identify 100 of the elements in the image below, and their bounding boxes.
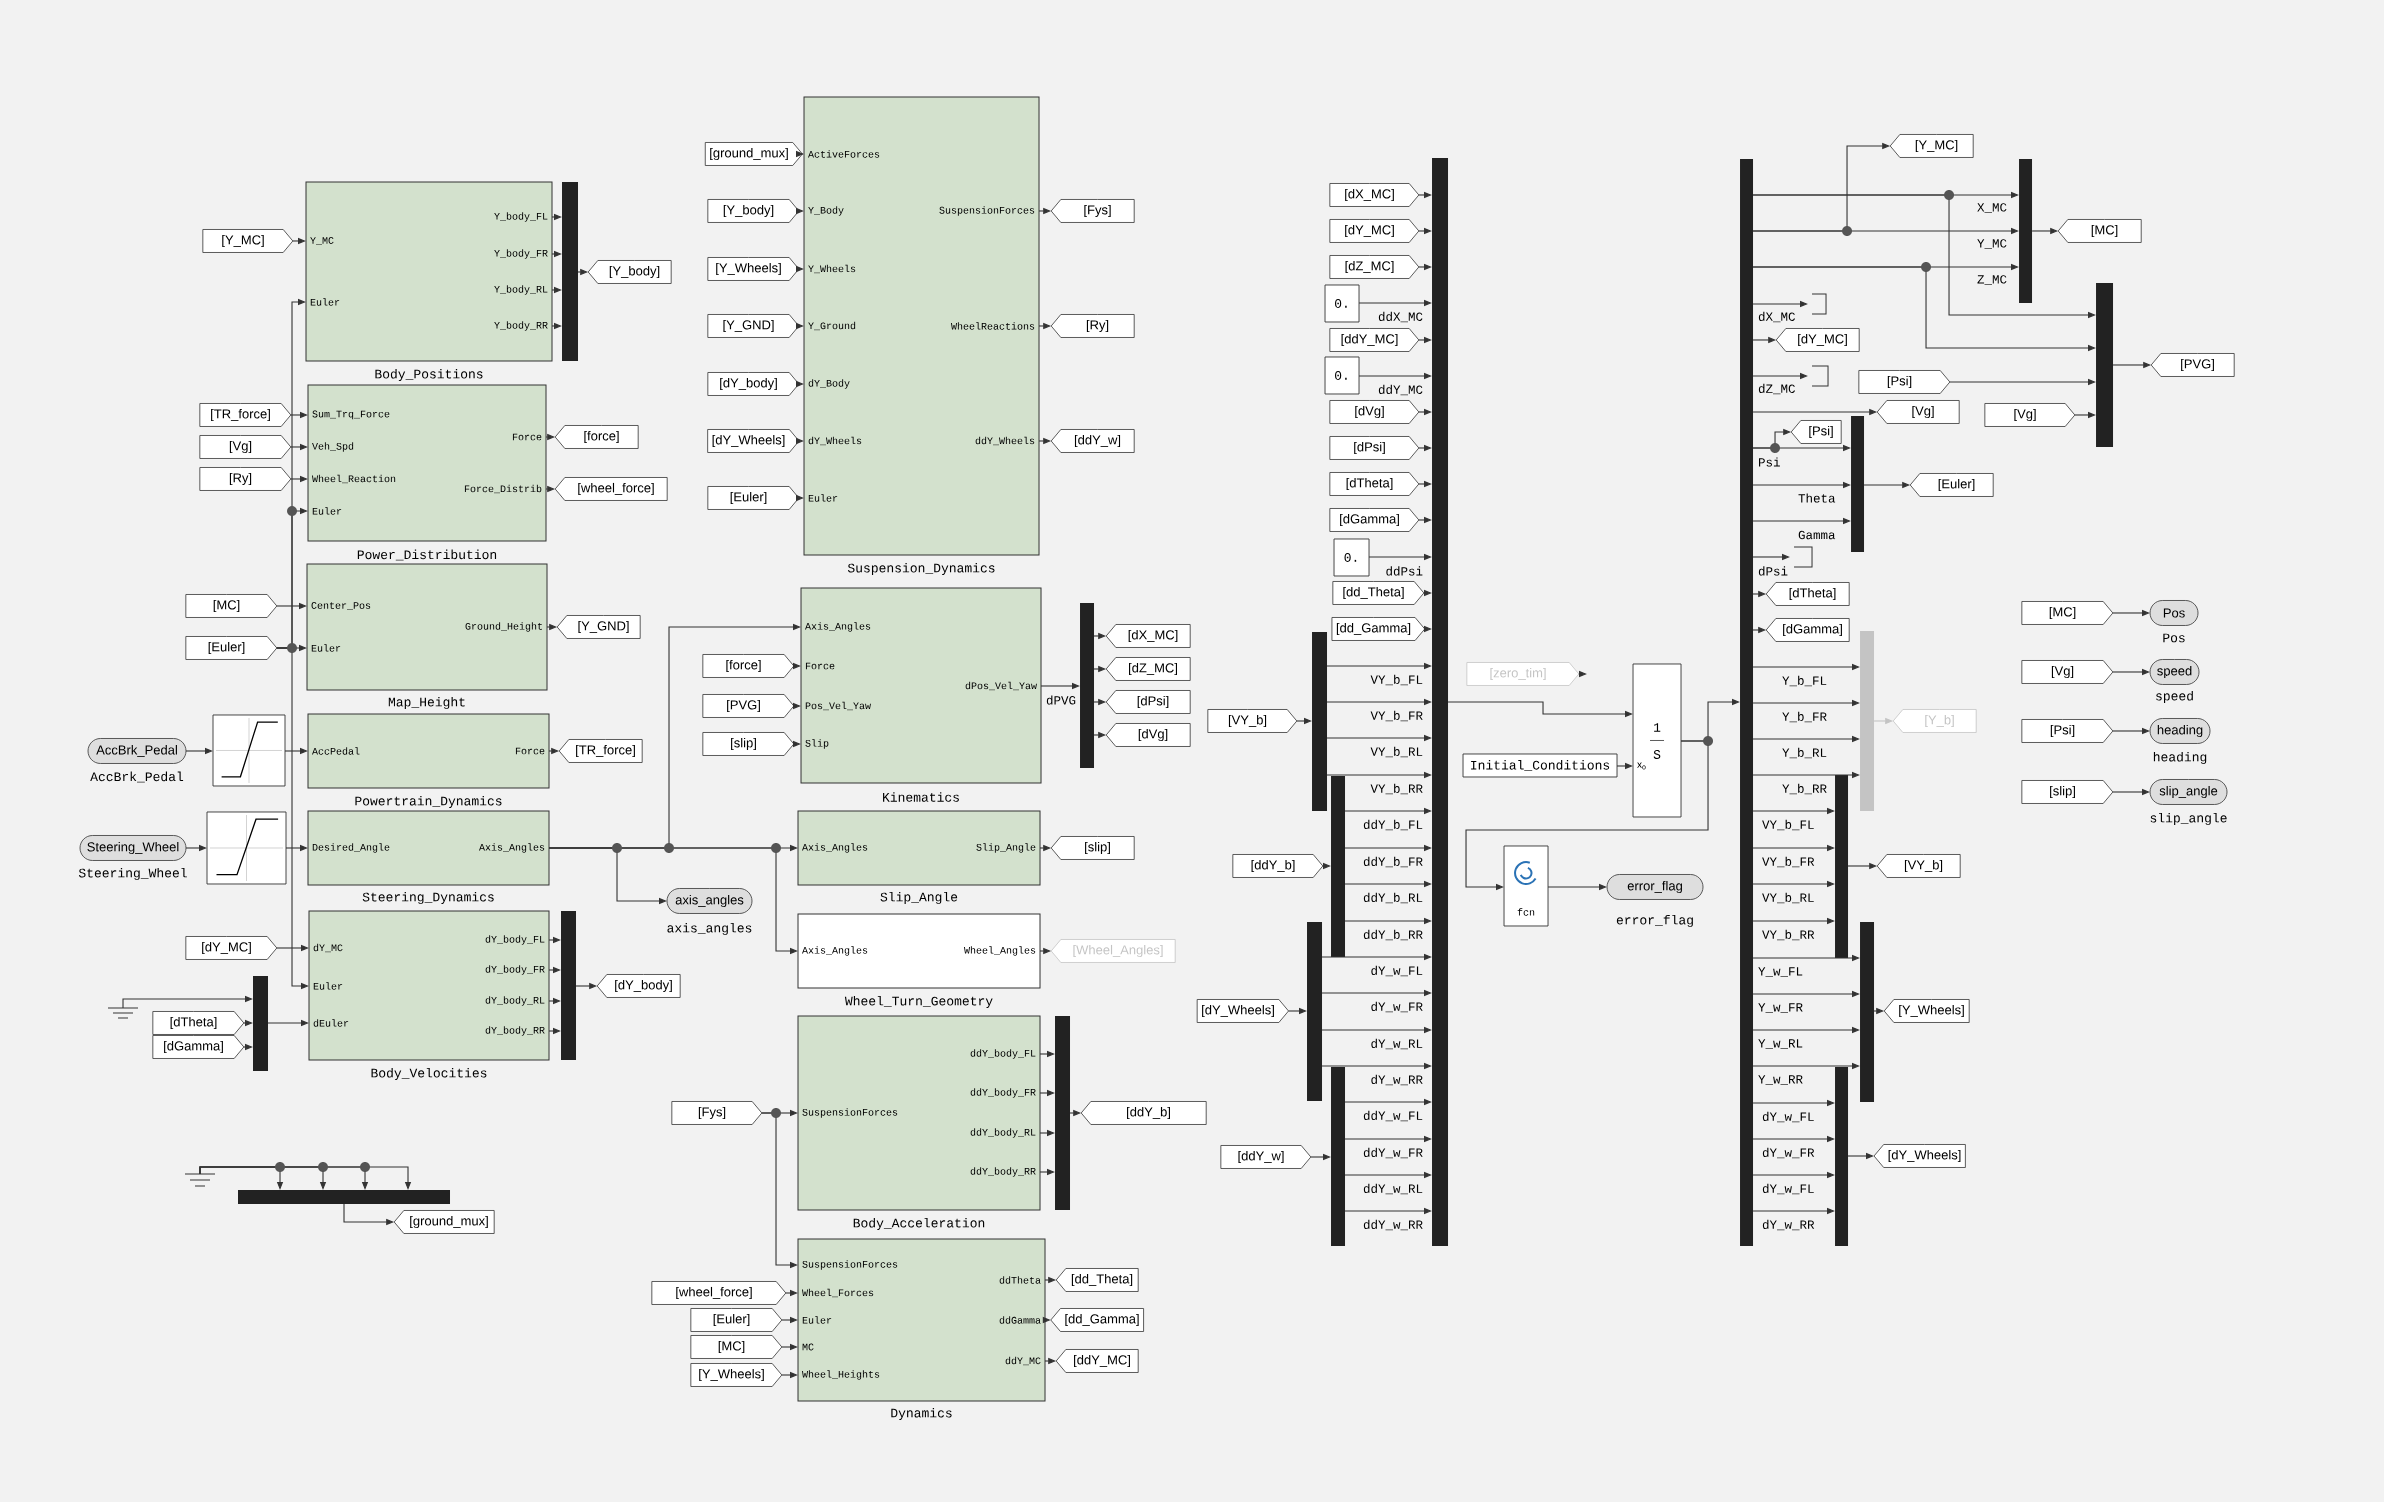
signal-tag: [Fys]: [1050, 199, 1135, 223]
block-title: Body_Velocities: [371, 1067, 487, 1081]
signal-tag: [dY_MC]: [1329, 219, 1420, 243]
port-label: dY_body_RR: [485, 1026, 545, 1036]
port-block: axis_angles: [666, 888, 753, 914]
mux-bar: [1851, 416, 1864, 552]
signal-tag: [dY_Wheels]: [1196, 999, 1289, 1023]
edge-label: Y_w_RR: [1757, 1074, 1805, 1086]
signal-tag: [Vg]: [1984, 403, 2076, 427]
port-label: WheelReactions: [951, 322, 1035, 330]
port-label: dEuler: [313, 1019, 349, 1027]
port-name: Pos: [2163, 633, 2185, 643]
mux-bar: [1307, 922, 1322, 1101]
signal-tag: [MC]: [2021, 601, 2114, 625]
port-label: Force: [805, 662, 835, 670]
signal-tag: [dX_MC]: [1105, 624, 1191, 648]
port-name: speed: [2156, 690, 2193, 704]
block-title: Wheel_Turn_Geometry: [844, 995, 993, 1009]
signal-tag: [dd_Gamma]: [1331, 617, 1426, 641]
signal-tag: [dY_Wheels]: [707, 429, 800, 453]
terminator-symbol: [1793, 546, 1813, 568]
signal-tag: [dGamma]: [1329, 508, 1420, 532]
port-label: Ground_Height: [465, 622, 542, 632]
signal-tag: [Wheel_Angles]: [1050, 939, 1176, 963]
port-label: MC: [802, 1343, 814, 1351]
signal-tag: [PVG]: [2150, 353, 2235, 377]
edge-label: Gamma: [1797, 529, 1837, 541]
port-label: Force_Distrib: [464, 484, 542, 494]
port-label: SuspensionForces: [802, 1260, 898, 1270]
port-label: Y_body_FR: [494, 249, 548, 259]
port-label: Y_body_FL: [494, 212, 548, 222]
signal-tag: [ddY_MC]: [1329, 328, 1420, 352]
port-label: ddY_body_FR: [970, 1088, 1036, 1098]
port-label: Wheel_Heights: [802, 1370, 880, 1380]
port-label: Y_body_RR: [494, 321, 548, 331]
port-label: ddY_body_RR: [970, 1167, 1036, 1177]
mux-bar: [253, 976, 268, 1071]
signal-tag: [Psi]: [1858, 370, 1951, 394]
signal-tag: [dZ_MC]: [1105, 657, 1191, 681]
port-label: Desired_Angle: [312, 843, 390, 853]
port-label: Center_Pos: [311, 602, 371, 610]
port-name: heading: [2153, 751, 2207, 765]
block-title: Body_Acceleration: [853, 1217, 985, 1231]
saturation-block: [212, 714, 286, 787]
port-label: Force: [512, 433, 542, 441]
signal-tag: [dGamma]: [1765, 618, 1850, 642]
port-name: AccBrk_Pedal: [90, 771, 184, 783]
port-label: ddTheta: [999, 1276, 1041, 1284]
edge-label: Theta: [1797, 492, 1837, 504]
block-title: Power_Distribution: [357, 549, 497, 561]
block-title: Body_Positions: [375, 368, 483, 382]
mux-bar: [1331, 1067, 1345, 1246]
mux-bar: [238, 1190, 450, 1204]
signal-tag: [Vg]: [199, 435, 292, 459]
signal-tag: [Euler]: [690, 1308, 783, 1332]
signal-tag: [TR_force]: [199, 403, 292, 427]
terminator-symbol: [1811, 365, 1829, 387]
signal-tag: [dd_Theta]: [1055, 1268, 1139, 1292]
signal-tag: [ddY_MC]: [1055, 1349, 1139, 1373]
edge-label: Psi: [1757, 456, 1782, 468]
signal-tag: [ground_mux]: [704, 142, 803, 166]
mux-bar: [1835, 775, 1849, 958]
port-block: Pos: [2149, 600, 2199, 626]
port-label: Axis_Angles: [802, 946, 868, 956]
signal-tag: [slip]: [2021, 780, 2114, 804]
port-block: heading: [2149, 718, 2211, 744]
port-label: Axis_Angles: [802, 843, 868, 853]
signal-tag: [dY_body]: [596, 974, 681, 998]
signal-tag: [ddY_w]: [1050, 429, 1135, 453]
edge-label: dPVG: [1045, 694, 1077, 706]
mux-bar: [1740, 159, 1753, 1246]
port-label: dY_body_FR: [485, 965, 545, 975]
constant-block: 0.: [1324, 284, 1360, 323]
port-label: Y_MC: [310, 237, 334, 245]
signal-tag: [Y_b]: [1892, 709, 1977, 733]
port-label: Axis_Angles: [479, 843, 545, 853]
port-label: Wheel_Forces: [802, 1288, 874, 1298]
mux-bar: [1080, 603, 1094, 768]
port-label: Slip_Angle: [976, 843, 1036, 853]
block-title: Powertrain_Dynamics: [355, 795, 502, 809]
block-title: Suspension_Dynamics: [847, 562, 995, 576]
signal-tag: [slip]: [1050, 836, 1135, 860]
mux-bar: [562, 182, 578, 361]
signal-tag: [dVg]: [1329, 400, 1420, 424]
fraction-denominator: S: [1653, 750, 1661, 759]
mux-bar: [1312, 632, 1327, 811]
signal-tag: [Y_Wheels]: [690, 1363, 783, 1387]
port-label: SuspensionForces: [939, 206, 1035, 216]
mux-bar: [2019, 159, 2033, 303]
signal-tag: [Y_MC]: [202, 229, 294, 253]
signal-tag: [ddY_b]: [1080, 1101, 1207, 1125]
edge-label: X_MC: [1976, 202, 2009, 214]
block-title: Dynamics: [891, 1407, 952, 1421]
port-label: ddGamma: [999, 1316, 1041, 1324]
signal-tag: [ddY_b]: [1232, 854, 1324, 878]
port-label: Euler: [808, 494, 838, 502]
signal-tag: [dTheta]: [1765, 582, 1850, 606]
port-label: Y_body_RL: [494, 285, 548, 295]
edge-label: dPsi: [1757, 565, 1790, 577]
signal-tag: [dVg]: [1105, 723, 1191, 747]
